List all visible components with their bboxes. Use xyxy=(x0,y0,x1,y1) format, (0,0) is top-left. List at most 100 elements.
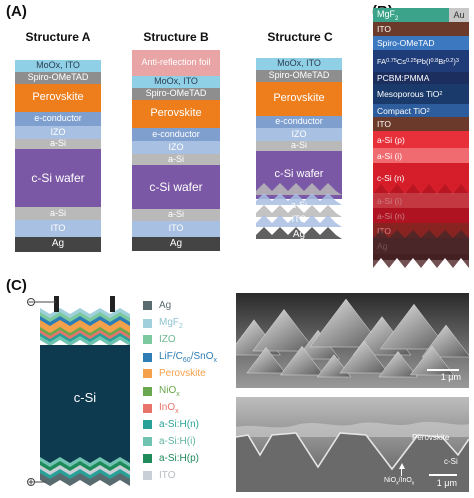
ino-sub: x xyxy=(411,480,415,487)
legend-swatch xyxy=(143,404,152,413)
legend-label: IZO xyxy=(159,334,176,345)
layer-text: Cs xyxy=(396,56,407,66)
mgf2-label: MgF2 xyxy=(377,9,399,22)
layer-izo: IZO xyxy=(15,126,101,139)
layer-text: c-Si (n) xyxy=(377,173,405,183)
legend-text: ITO xyxy=(159,470,176,481)
layer-subscript: 2 xyxy=(426,107,430,114)
legend-label: Ag xyxy=(159,300,171,311)
layer-spiro-ometad: Spiro-OMeTAD xyxy=(15,72,101,84)
legend-text: MgF xyxy=(159,317,179,328)
device-layer-bottom xyxy=(40,469,130,480)
layer-spiro-ometad: Spiro-OMeTAD xyxy=(132,88,220,100)
device-layer-top xyxy=(40,308,130,319)
structure-b-title: Structure B xyxy=(143,30,209,44)
layer-c-si-wafer: c-Si wafer xyxy=(132,165,220,209)
sem-image-bottom: Perovskite c-Si NiOx/InOx 1 μm xyxy=(236,397,469,492)
texture-cut xyxy=(256,239,342,249)
legend-text: InO xyxy=(159,402,176,413)
top-contact-right xyxy=(110,296,115,312)
legend-swatch xyxy=(143,369,152,378)
layer-text: Pb(I xyxy=(416,56,431,66)
layer-anti-reflection-foil: Anti-reflection foil xyxy=(132,50,220,76)
ino-text: /InO xyxy=(398,477,412,484)
legend-text: Perovskite xyxy=(159,368,206,379)
layer-subscript: 0.25 xyxy=(406,58,417,64)
legend-text: a-Si:H(n) xyxy=(159,419,200,430)
sem-bottom-scale-label: 1 μm xyxy=(436,478,457,488)
layer-izo: IZO xyxy=(256,128,342,141)
legend-label: ITO xyxy=(159,470,175,481)
legend-swatch xyxy=(143,471,152,480)
layer-c-si-wafer: c-Si wafer xyxy=(15,149,101,207)
tandem-texture xyxy=(373,184,469,268)
layer-a-si: a-Si xyxy=(15,207,101,220)
layer-perovskite: Perovskite xyxy=(132,100,220,128)
sem-pyramid xyxy=(252,308,316,352)
sem-top-texture xyxy=(236,293,469,388)
texture-band xyxy=(256,183,342,195)
legend-label: a-Si:H(p) xyxy=(159,453,199,464)
texture-cut xyxy=(373,258,469,268)
device-layer-top xyxy=(40,320,130,334)
legend-swatch xyxy=(143,454,152,463)
sem-pyramid xyxy=(279,345,325,376)
sem-bottom-texture xyxy=(236,397,469,492)
sem-pyramid xyxy=(378,350,418,378)
layer-subscript: 0.75 xyxy=(386,58,397,64)
texture-band xyxy=(256,193,342,205)
mgf2-layer xyxy=(373,8,469,22)
layer-a-si: a-Si xyxy=(256,141,342,151)
sem-bottom-nio-ino-label: NiOx/InOx xyxy=(384,477,414,486)
legend-subscript: 60 xyxy=(182,357,191,364)
nio-arrow-stem xyxy=(401,468,402,476)
device-layer-top xyxy=(40,312,130,323)
sem-image-top: 1 μm xyxy=(236,293,469,388)
legend-item: a-Si:H(i) xyxy=(143,436,196,447)
legend-label: a-Si:H(i) xyxy=(159,436,196,447)
tandem-layer: c-Si (n) xyxy=(373,163,469,193)
tandem-layer: ITO xyxy=(373,117,469,131)
sem-top-scale-bar xyxy=(427,369,459,371)
layer-subscript: 0.2 xyxy=(445,58,454,64)
layer-moox-ito: MoOx, ITO xyxy=(132,76,220,88)
sem-pyramid xyxy=(379,303,449,350)
layer-a-si: a-Si xyxy=(15,139,101,149)
structure-c-title: Structure C xyxy=(267,30,333,44)
device-layer-bottom xyxy=(40,473,130,486)
legend-text: LiF/C xyxy=(159,351,183,362)
legend-swatch xyxy=(143,353,152,362)
sem-bottom-scale-bar xyxy=(429,474,457,476)
legend-item: MgF2 xyxy=(143,317,183,330)
legend-subscript: 2 xyxy=(179,323,183,330)
au-contact: Au xyxy=(449,8,469,22)
legend-label: Perovskite xyxy=(159,368,206,379)
legend-swatch xyxy=(143,301,152,310)
tandem-layer: Spiro-OMeTAD xyxy=(373,36,469,50)
legend-item: IZO xyxy=(143,334,176,345)
layer-text: PCBM:PMMA xyxy=(377,73,430,83)
legend-text: /SnO xyxy=(190,351,214,362)
legend-label: InOx xyxy=(159,402,179,415)
layer-text: a-Si (i) xyxy=(377,150,403,161)
csi-label: c-Si xyxy=(74,390,97,405)
layer-perovskite: Perovskite xyxy=(256,82,342,116)
csi-bulk xyxy=(40,345,130,463)
layer-text: Br xyxy=(438,56,446,66)
layer-text: a-Si (p) xyxy=(377,134,405,145)
legend-text: a-Si:H(i) xyxy=(159,436,196,447)
layer-subscript: 3 xyxy=(455,58,459,64)
sem-top-scale-label: 1 μm xyxy=(440,372,461,382)
legend-text: IZO xyxy=(159,334,176,345)
nio-text: NiO xyxy=(384,477,397,484)
device-layer-bottom xyxy=(40,461,130,472)
tandem-layer: a-Si (p) xyxy=(373,131,469,148)
layer-text: ITO xyxy=(377,24,392,34)
legend-item: a-Si:H(p) xyxy=(143,453,199,464)
layer-text: Mesoporous TiO xyxy=(377,89,440,99)
texture-band xyxy=(256,205,342,217)
